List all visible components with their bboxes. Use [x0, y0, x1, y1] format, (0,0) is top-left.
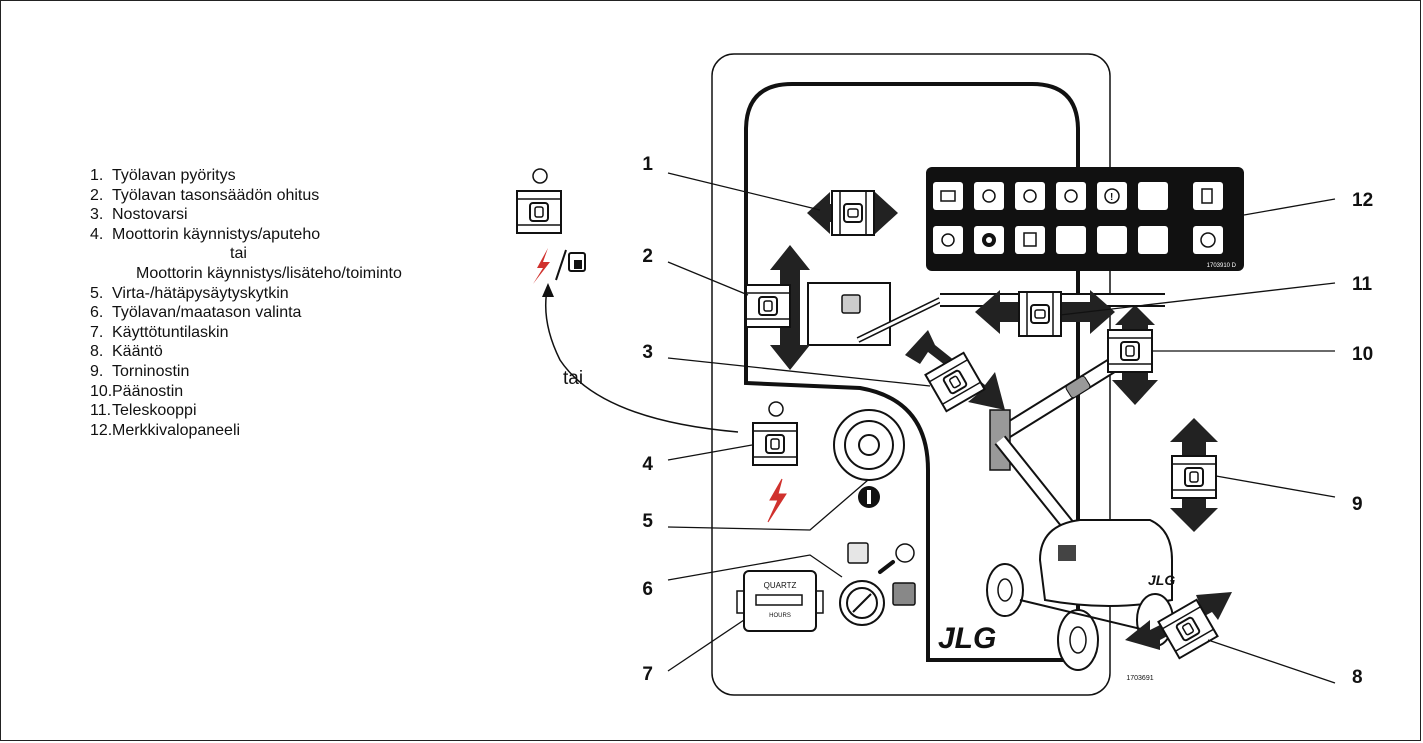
leader-lines: [667, 172, 1336, 684]
key-selector-switch: [839, 542, 916, 626]
toggle-main-lift: [1107, 329, 1153, 373]
legend-item-7: 7.Käyttötuntilaskin: [90, 323, 229, 341]
legend-item-2: 2.Työlavan tasonsäädön ohitus: [90, 186, 320, 204]
warning-icon: [1104, 188, 1120, 204]
glow-plug-icon: [768, 401, 784, 417]
battery-icon: [940, 190, 956, 202]
indicator-part-number: 1703910 D: [1207, 263, 1237, 269]
callout-6: 6: [642, 579, 653, 600]
legend-item-1: 1.Työlavan pyöritys: [90, 167, 236, 184]
legend-item-4: 4.Moottorin käynnistys/aputeho: [90, 225, 321, 243]
legend-item-8: 8.Kääntö: [90, 343, 163, 361]
legend-item-9: 9.Torninostin: [90, 362, 190, 380]
emergency-stop-switch: [833, 409, 905, 508]
callout-9: 9: [1352, 494, 1363, 515]
oil-pressure-icon: [982, 189, 996, 203]
callout-7: 7: [642, 664, 653, 685]
callout-4: 4: [642, 454, 653, 475]
callout-1: 1: [642, 154, 653, 175]
hour-meter: QUARTZ HOURS: [736, 570, 824, 632]
callout-2: 2: [642, 246, 653, 267]
callout-5: 5: [642, 511, 653, 532]
coolant-icon: [1023, 189, 1037, 203]
svg-text:JLG: JLG: [1148, 572, 1175, 588]
lightning-icon: [767, 478, 787, 523]
legend-item-5: 5.Virta-/hätäpysäytyskytkin: [90, 284, 289, 302]
hour-meter-units: HOURS: [769, 613, 791, 619]
glow-plug-icon: [1200, 232, 1216, 248]
alt-engine-start-symbol: [516, 168, 586, 284]
engine-temp-icon: [1064, 189, 1078, 203]
svg-text:!: !: [1110, 192, 1113, 203]
toggle-platform-level: [745, 284, 791, 328]
hydraulic-pump-icon: [568, 252, 586, 272]
callout-11: 11: [1352, 274, 1373, 295]
legend-item-11: 11.Teleskooppi: [90, 402, 197, 420]
panel-part-number: 1703691: [1126, 675, 1153, 682]
toggle-engine-start: [752, 422, 798, 466]
toggle-tower-lift: [1171, 455, 1217, 499]
legend-item-12: 12.Merkkivalopaneeli: [90, 421, 241, 439]
toggle-telescope: [1018, 291, 1062, 337]
callout-12: 12: [1352, 190, 1373, 211]
fuel-icon: [1201, 188, 1213, 204]
lightning-icon: [533, 248, 550, 284]
legend-item-10: 10.Päänostin: [90, 382, 184, 400]
or-label: tai: [563, 368, 583, 389]
callout-8: 8: [1352, 667, 1363, 688]
indicator-panel: ! 1703910 D: [926, 167, 1244, 271]
tilt-icon: [941, 233, 955, 247]
legend-list: 1.Työlavan pyöritys 2.Työlavan tasonsääd…: [90, 166, 402, 440]
legend-item-3: 3.Nostovarsi: [90, 206, 188, 224]
toggle-platform-rotate: [831, 190, 875, 236]
platform-load-icon: [1023, 232, 1037, 247]
legend-item-6: 6.Työlavan/maatason valinta: [90, 304, 302, 322]
jlg-logo: JLG: [938, 622, 996, 655]
glow-plug-icon: [532, 168, 548, 184]
legend-item-4-alt: Moottorin käynnistys/lisäteho/toiminto: [136, 264, 402, 282]
or-arrow-head: [542, 283, 554, 297]
hour-meter-brand: QUARTZ: [764, 581, 797, 590]
callout-3: 3: [642, 342, 653, 363]
or-arrow-curve: [545, 284, 739, 433]
callout-10: 10: [1352, 344, 1373, 365]
legend-item-4-or: tai: [230, 245, 247, 263]
